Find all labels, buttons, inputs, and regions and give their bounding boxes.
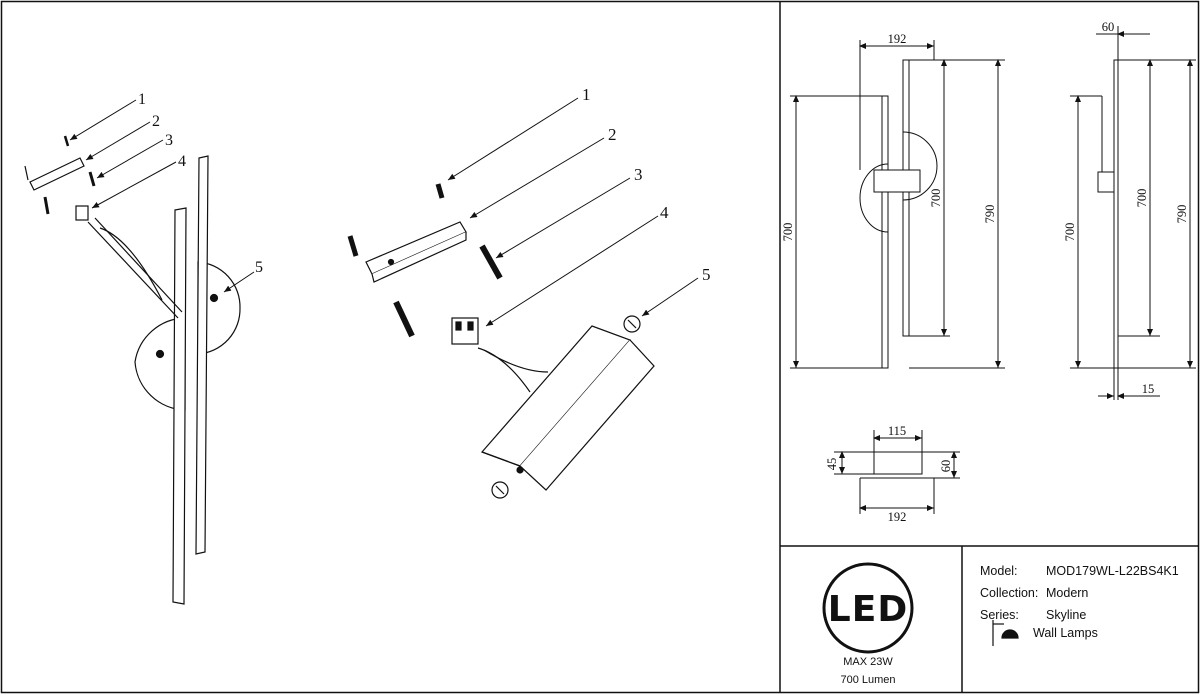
series-label: Series: (980, 608, 1019, 622)
front-dim-left-height: 700 (781, 223, 795, 242)
center-callout-1: 1 (582, 85, 591, 104)
led-logo-text: LED (828, 589, 908, 630)
top-view (834, 430, 960, 514)
left-callout-4: 4 (178, 153, 186, 170)
side-dim-total-height: 790 (1175, 205, 1189, 224)
front-elevation (790, 40, 1005, 369)
side-dim-bar-width: 15 (1142, 382, 1155, 396)
side-dim-left-height: 700 (1063, 223, 1077, 242)
led-badge: LED (822, 562, 914, 654)
wall-lamp-icon (992, 620, 1019, 646)
center-callout-3: 3 (634, 165, 643, 184)
center-callout-2: 2 (608, 125, 617, 144)
left-callout-2: 2 (152, 113, 160, 130)
type-value: Wall Lamps (1033, 626, 1098, 640)
led-max-power: MAX 23W (843, 656, 893, 668)
center-callout-leaders (447, 97, 699, 327)
left-callout-3: 3 (165, 132, 173, 149)
center-callout-4: 4 (660, 203, 669, 222)
side-dim-bar-height: 700 (1135, 189, 1149, 208)
exploded-parts-view (347, 183, 655, 499)
center-callout-5: 5 (702, 265, 711, 284)
model-label: Model: (980, 564, 1018, 578)
assembled-lamp-view (24, 135, 241, 605)
front-dim-width: 192 (888, 32, 907, 46)
series-value: Skyline (1046, 608, 1087, 622)
collection-label: Collection: (980, 586, 1039, 600)
left-callout-1: 1 (138, 91, 146, 108)
model-value: MOD179WL-L22BS4K1 (1046, 564, 1179, 578)
front-dim-total-height: 790 (983, 205, 997, 224)
left-callout-5: 5 (255, 259, 263, 276)
side-elevation (1070, 26, 1196, 400)
led-lumen: 700 Lumen (840, 674, 896, 686)
collection-value: Modern (1046, 586, 1089, 600)
left-callout-leaders (69, 99, 255, 293)
side-dim-depth: 60 (1102, 20, 1115, 34)
top-dim-width-top: 115 (888, 424, 906, 438)
top-dim-width-bottom: 192 (888, 510, 907, 524)
front-dim-bar-height: 700 (929, 189, 943, 208)
top-dim-depth-right: 60 (939, 460, 953, 473)
top-dim-depth-left: 45 (825, 458, 839, 471)
